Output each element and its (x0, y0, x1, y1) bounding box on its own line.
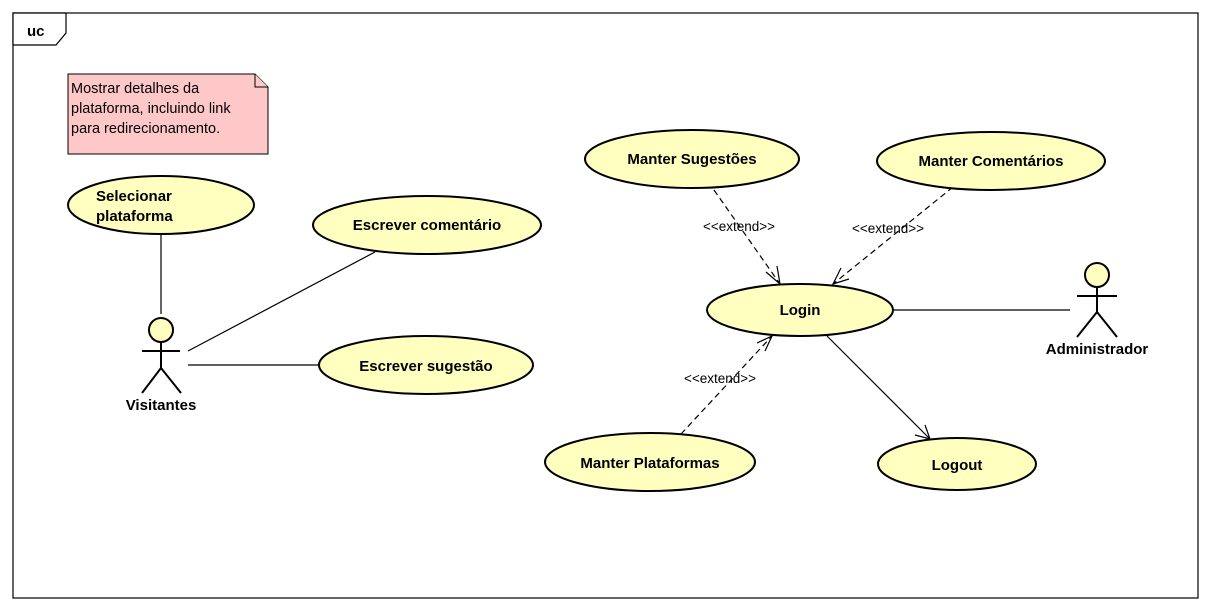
actor-administrador[interactable]: Administrador (1046, 262, 1149, 358)
logout-ellipse (877, 437, 1037, 491)
use-case-escrever-comentario[interactable]: Escrever comentário (312, 195, 542, 255)
escrever-sugestao-ellipse (318, 335, 534, 395)
extend-comentarios-arrowhead (831, 267, 850, 285)
visitantes-label: Visitantes (126, 397, 197, 414)
extend-plataformas-arrowhead (756, 334, 774, 352)
visitantes-left-leg (141, 367, 162, 394)
extend-dependencies: <<extend>> <<extend>> <<extend>> (680, 186, 954, 435)
manter-sugestoes-ellipse (584, 129, 800, 189)
extend-plataformas-login (680, 335, 773, 435)
visitantes-right-leg (160, 367, 182, 394)
assoc-login-logout (826, 335, 931, 440)
administrador-head-icon (1084, 262, 1110, 288)
selecionar-plataforma-line-1: Selecionar (96, 188, 172, 205)
selecionar-plataforma-line-2: plataforma (96, 208, 173, 225)
use-case-manter-plataformas[interactable]: Manter Plataformas (544, 432, 756, 492)
administrador-right-leg (1096, 311, 1118, 338)
note-fold (254, 74, 268, 88)
use-case-escrever-sugestao[interactable]: Escrever sugestão (318, 335, 534, 395)
note-line-1: Mostrar detalhes da (71, 81, 200, 97)
actor-visitantes[interactable]: Visitantes (126, 317, 197, 414)
manter-plataformas-ellipse (544, 432, 756, 492)
login-label: Login (780, 302, 821, 319)
use-case-manter-comentarios[interactable]: Manter Comentários (876, 131, 1106, 191)
extend-label-plataformas: <<extend>> (684, 371, 756, 386)
escrever-sugestao-label: Escrever sugestão (359, 358, 492, 375)
associations (160, 234, 1070, 366)
note[interactable]: Mostrar detalhes da plataforma, incluind… (67, 73, 269, 155)
administrador-label: Administrador (1046, 341, 1149, 358)
use-case-manter-sugestoes[interactable]: Manter Sugestões (584, 129, 800, 189)
logout-label: Logout (932, 457, 983, 474)
frame-label: uc (27, 23, 45, 40)
extend-label-sugestoes: <<extend>> (703, 219, 775, 234)
selecionar-plataforma-ellipse (67, 175, 255, 235)
use-case-login[interactable]: Login (706, 283, 894, 337)
manter-sugestoes-label: Manter Sugestões (627, 151, 756, 168)
administrador-left-leg (1076, 311, 1098, 338)
login-ellipse (706, 283, 894, 337)
extend-label-comentarios: <<extend>> (852, 221, 924, 236)
assoc-visitantes-comentario (187, 251, 376, 352)
manter-plataformas-label: Manter Plataformas (580, 455, 719, 472)
note-line-3: para redirecionamento. (71, 121, 220, 137)
escrever-comentario-label: Escrever comentário (353, 217, 501, 234)
frame-tab (12, 12, 67, 46)
extend-comentarios-login (832, 186, 954, 285)
use-case-logout[interactable]: Logout (877, 437, 1037, 491)
extend-sugestoes-login (713, 189, 781, 285)
visitantes-head-icon (148, 317, 174, 343)
use-case-selecionar-plataforma[interactable]: Selecionar plataforma (67, 175, 255, 235)
note-body (67, 73, 269, 155)
manter-comentarios-label: Manter Comentários (918, 153, 1063, 170)
escrever-comentario-ellipse (312, 195, 542, 255)
note-line-2: plataforma, incluindo link (71, 101, 231, 117)
manter-comentarios-ellipse (876, 131, 1106, 191)
